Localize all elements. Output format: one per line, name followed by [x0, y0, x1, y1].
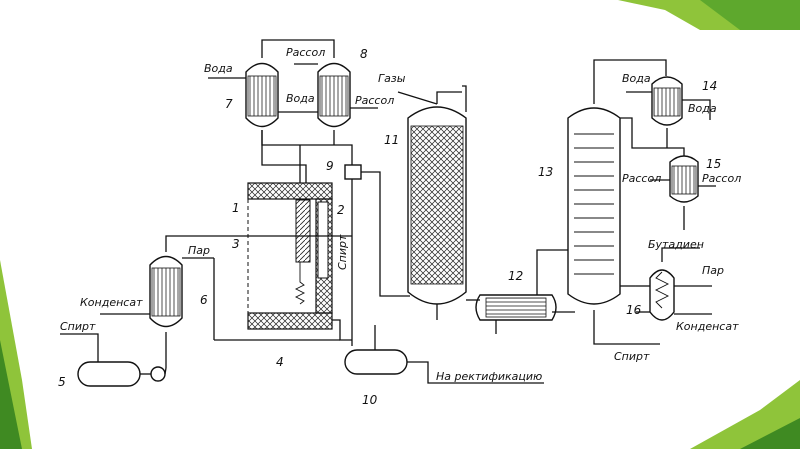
- number-9: 9: [326, 159, 334, 173]
- label-kondensat-6: Конденсат: [80, 296, 143, 309]
- number-13: 13: [538, 165, 553, 179]
- feed-tank-5: [60, 333, 167, 387]
- reboiler-16: [636, 247, 712, 321]
- label-voda-14a: Вода: [622, 72, 651, 85]
- number-1: 1: [232, 201, 240, 215]
- label-rassol-top: Рассол: [286, 46, 325, 59]
- number-10: 10: [362, 393, 378, 407]
- number-5: 5: [58, 375, 66, 389]
- reactor-furnace-1: [247, 130, 333, 330]
- number-11: 11: [384, 133, 399, 147]
- label-spirt-vertical: Спирт: [336, 234, 349, 270]
- label-gazy: Газы: [378, 72, 406, 85]
- receiver-tank-10: [344, 325, 544, 384]
- condenser-8: [317, 62, 351, 128]
- number-14: 14: [702, 79, 717, 93]
- label-rassol-8: Рассол: [355, 94, 394, 107]
- number-8: 8: [360, 47, 368, 61]
- absorber-column-11: [397, 85, 467, 320]
- number-16: 16: [626, 303, 642, 317]
- heat-exchanger-12: [466, 249, 575, 334]
- condenser-14: [626, 76, 711, 148]
- label-butadien: Бутадиен: [648, 238, 704, 251]
- label-par-16: Пар: [702, 264, 724, 277]
- number-4: 4: [276, 355, 284, 369]
- diagram-labels: Вода Рассол Вода Рассол Газы Вода Вода Р…: [60, 46, 741, 383]
- label-rassol-15b: Рассол: [702, 172, 741, 185]
- number-12: 12: [508, 269, 523, 283]
- label-rassol-15a: Рассол: [622, 172, 661, 185]
- label-rektifikaciya: На ректификацию: [436, 370, 542, 383]
- rectification-column-13: [567, 59, 685, 345]
- label-voda-mid: Вода: [286, 92, 315, 105]
- number-3: 3: [232, 237, 240, 251]
- evaporator-6: [100, 235, 352, 368]
- equipment-numbers: 1 2 3 4 5 6 7 8 9 10 11 12 13 14 15 16: [58, 47, 721, 407]
- pipe-furnace-outlet: [332, 319, 352, 341]
- number-7: 7: [225, 97, 233, 111]
- label-voda-7: Вода: [204, 62, 233, 75]
- label-spirt-bottom: Спирт: [614, 350, 650, 363]
- label-spirt-left: Спирт: [60, 320, 96, 333]
- cooler-15: [650, 155, 716, 230]
- label-par-6: Пар: [188, 244, 210, 257]
- number-2: 2: [337, 203, 345, 217]
- number-15: 15: [706, 157, 721, 171]
- label-kondensat-16: Конденсат: [676, 320, 739, 333]
- number-6: 6: [200, 293, 208, 307]
- label-voda-14b: Вода: [688, 102, 717, 115]
- pump-icon: [150, 366, 166, 382]
- separator-9: [344, 164, 410, 346]
- condenser-7: [245, 62, 279, 128]
